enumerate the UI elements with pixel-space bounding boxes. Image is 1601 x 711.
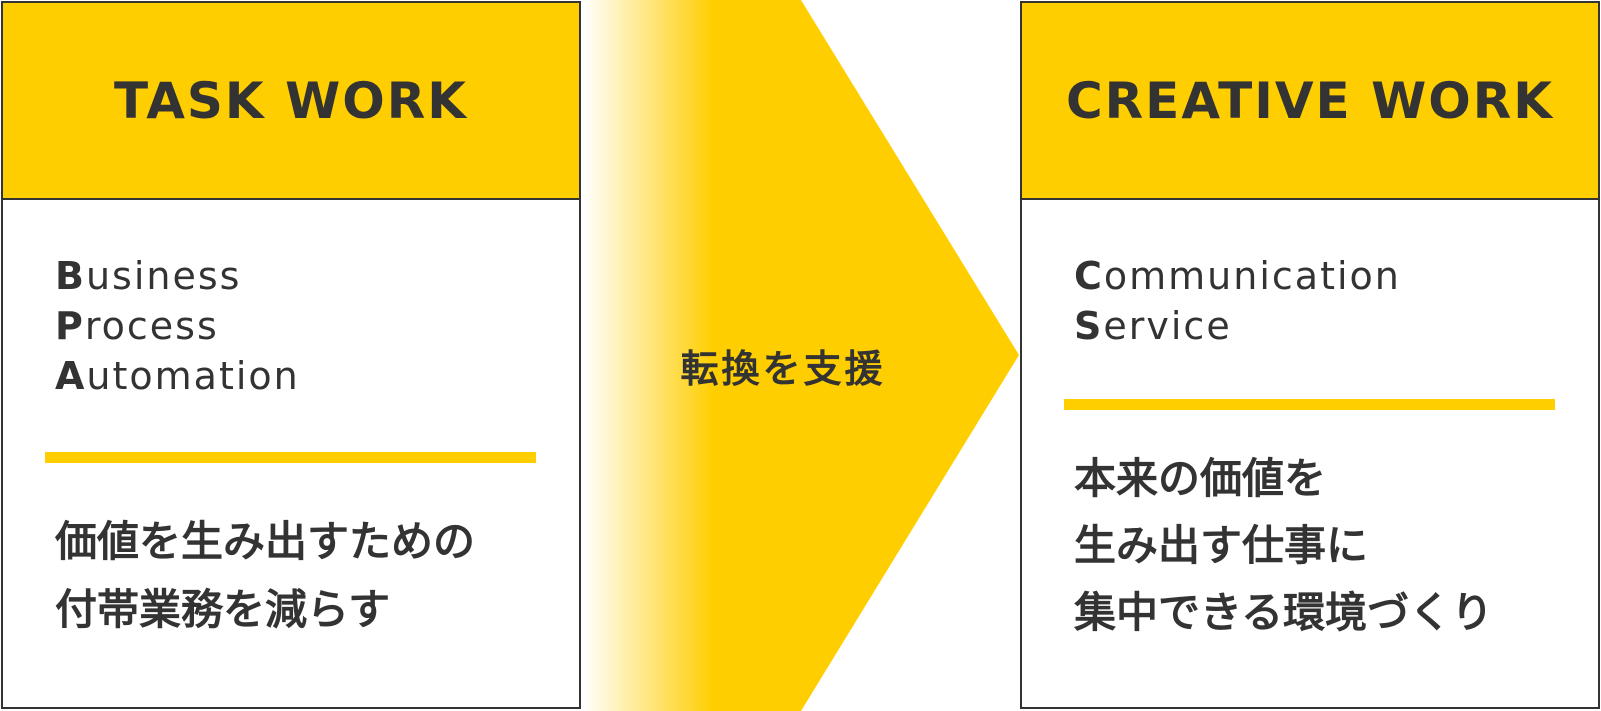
acronym-line: Service (1074, 301, 1401, 351)
creative-work-panel: CREATIVE WORK Communication Service 本来の価… (1020, 1, 1600, 709)
acronym-line: Process (55, 301, 300, 351)
task-work-title: TASK WORK (114, 71, 468, 130)
acronym-rest: ommunication (1103, 254, 1401, 298)
creative-work-divider (1064, 399, 1555, 410)
acronym-initial: A (55, 354, 87, 398)
acronym-rest: rocess (84, 304, 219, 348)
arrow-right-icon (583, 0, 1019, 711)
task-work-header: TASK WORK (3, 3, 579, 200)
creative-work-title: CREATIVE WORK (1065, 71, 1555, 130)
task-work-description: 価値を生み出すための 付帯業務を減らす (55, 508, 475, 644)
acronym-rest: utomation (86, 354, 300, 398)
acronym-initial: C (1074, 254, 1104, 298)
acronym-rest: ervice (1103, 304, 1232, 348)
acronym-initial: B (55, 254, 86, 298)
task-work-divider (45, 452, 536, 463)
arrow-label: 転換を支援 (680, 347, 886, 391)
acronym-line: Business (55, 251, 300, 301)
description-line: 付帯業務を減らす (55, 585, 391, 634)
task-work-panel: TASK WORK Business Process Automation 価値… (1, 1, 581, 709)
acronym-line: Automation (55, 351, 300, 401)
bpa-acronym: Business Process Automation (55, 251, 300, 401)
creative-work-description: 本来の価値を 生み出す仕事に 集中できる環境づくり (1074, 445, 1493, 646)
description-line: 本来の価値を (1074, 454, 1327, 503)
description-line: 価値を生み出すための (55, 517, 476, 566)
cs-acronym: Communication Service (1074, 251, 1401, 351)
acronym-initial: P (55, 304, 85, 348)
description-line: 生み出す仕事に (1074, 521, 1369, 570)
acronym-rest: usiness (85, 254, 242, 298)
description-line: 集中できる環境づくり (1074, 588, 1494, 637)
arrow-shape (583, 0, 1019, 711)
creative-work-header: CREATIVE WORK (1022, 3, 1598, 200)
acronym-initial: S (1074, 304, 1104, 348)
acronym-line: Communication (1074, 251, 1401, 301)
